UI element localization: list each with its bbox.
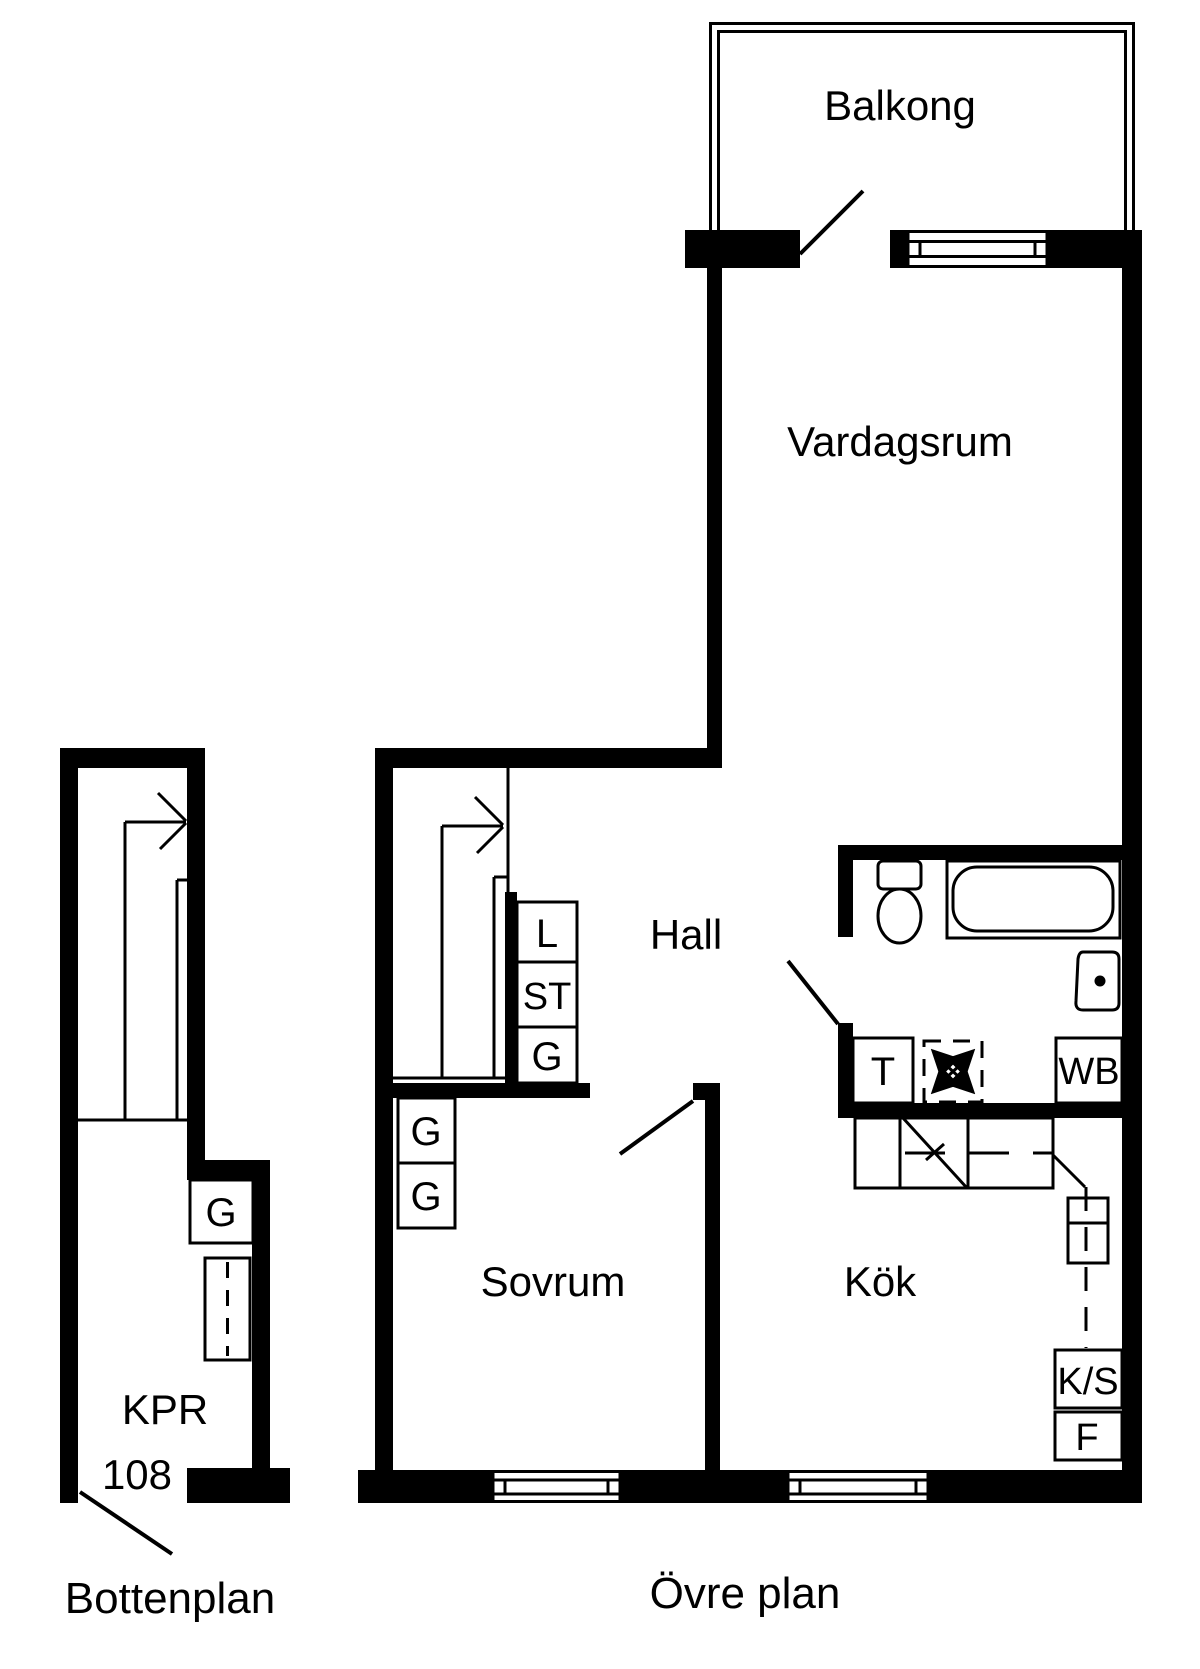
bedroom-closets: G G bbox=[396, 1096, 457, 1230]
living-room-label: Vardagsrum bbox=[787, 418, 1013, 465]
wall-segment bbox=[838, 1023, 853, 1118]
water-heater-label: WB bbox=[1058, 1051, 1119, 1093]
wall-segment bbox=[1122, 230, 1142, 1503]
fridge-unit: K/S F bbox=[1053, 1348, 1124, 1462]
cabinet-box bbox=[188, 1178, 255, 1245]
window-bedroom bbox=[491, 1470, 622, 1503]
closet-st-label: ST bbox=[523, 976, 572, 1018]
wall-segment bbox=[187, 1468, 290, 1503]
hall-label: Hall bbox=[650, 911, 722, 958]
window-kitchen bbox=[786, 1470, 930, 1503]
wall-segment bbox=[187, 1160, 270, 1180]
balcony-railing bbox=[709, 22, 1135, 230]
upper-plan-caption: Övre plan bbox=[650, 1569, 841, 1618]
bedroom-label: Sovrum bbox=[481, 1258, 626, 1305]
door-swing-bathroom bbox=[786, 959, 840, 1026]
wardrobe-symbol bbox=[203, 1256, 252, 1362]
drying-cabinet: T bbox=[851, 1036, 915, 1105]
cabinet-label: G bbox=[205, 1191, 236, 1235]
wall-segment bbox=[705, 1083, 720, 1470]
closet-g-label: G bbox=[531, 1035, 562, 1079]
wall-segment bbox=[838, 845, 853, 937]
window-living-room bbox=[906, 230, 1049, 268]
balcony-label: Balkong bbox=[824, 82, 976, 129]
staircase-lower bbox=[78, 791, 188, 1122]
lower-plan-structure: G KPR 108 Bottenplan bbox=[60, 748, 290, 1623]
wall-segment bbox=[375, 748, 722, 768]
wall-segment bbox=[60, 748, 78, 1503]
wall-segment bbox=[358, 1470, 1142, 1503]
kitchen-counter bbox=[853, 1116, 1087, 1190]
stove-symbol bbox=[1066, 1187, 1110, 1348]
door-swing-kpr bbox=[78, 1490, 174, 1556]
fridge-label: K/S bbox=[1057, 1361, 1118, 1403]
staircase-upper bbox=[393, 768, 510, 1080]
wall-segment bbox=[838, 1103, 1122, 1118]
wall-segment bbox=[252, 1180, 270, 1470]
washing-machine-space bbox=[922, 1039, 984, 1104]
hall-closets: L ST G bbox=[515, 900, 579, 1085]
lower-plan-caption: Bottenplan bbox=[65, 1574, 275, 1623]
wall-segment bbox=[685, 230, 800, 268]
closet-g1-label: G bbox=[410, 1110, 441, 1154]
closet-g2-label: G bbox=[410, 1175, 441, 1219]
wall-segment bbox=[890, 230, 908, 268]
wall-segment bbox=[838, 845, 1122, 860]
wall-segment bbox=[375, 1083, 590, 1098]
toilet-symbol bbox=[876, 859, 923, 945]
wall-segment bbox=[707, 230, 722, 768]
kpr-room-label: KPR bbox=[122, 1386, 208, 1433]
kitchen-label: Kök bbox=[844, 1258, 917, 1305]
bathtub-symbol bbox=[945, 859, 1122, 940]
washbasin-symbol bbox=[1074, 950, 1121, 1012]
water-heater: WB bbox=[1054, 1036, 1124, 1105]
door-swing-balcony bbox=[798, 189, 865, 256]
kpr-room-number: 108 bbox=[102, 1451, 172, 1498]
wall-segment bbox=[60, 748, 205, 768]
door-swing-bedroom bbox=[618, 1099, 695, 1156]
drying-cabinet-label: T bbox=[871, 1050, 895, 1094]
wall-segment bbox=[375, 748, 393, 1503]
wall-segment bbox=[505, 892, 517, 1083]
upper-plan-structure: Balkong bbox=[358, 22, 1142, 1618]
closet-l-label: L bbox=[536, 912, 558, 956]
freezer-label: F bbox=[1075, 1417, 1098, 1459]
wall-segment bbox=[187, 768, 205, 1165]
